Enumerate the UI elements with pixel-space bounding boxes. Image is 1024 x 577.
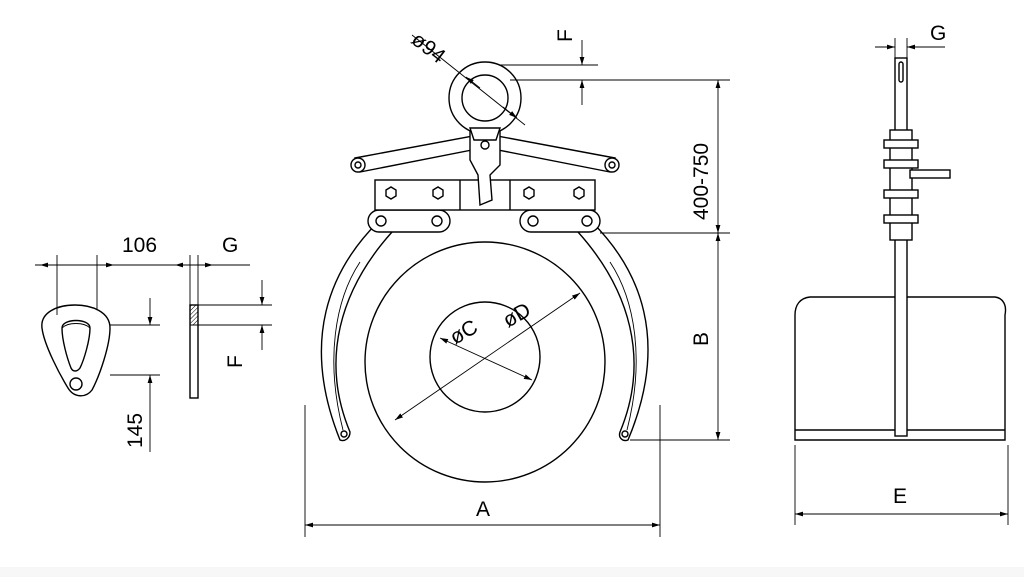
dim-b-label: B [690,332,713,346]
dim-g-label-side: G [930,22,946,45]
plate-bolts [385,186,585,200]
dim-f-label-left: F [224,355,247,368]
dim-145-label: 145 [124,413,147,448]
dim-g-label-left: G [222,234,238,257]
bottom-strip [0,567,1024,577]
side-clamp-plates [889,129,913,241]
center-hook [469,129,501,207]
outer-disk-circle [364,241,606,483]
teardrop-plate [41,304,111,397]
dim-f-label-top: F [554,29,577,42]
teardrop-hole [61,319,91,372]
main-front-view: øC øD [304,28,730,537]
right-lower-link [519,209,601,233]
left-jaw [320,221,394,442]
left-upper-arm [354,134,483,173]
dim-d-line [394,292,581,421]
pin-hole [69,377,83,391]
side-bolts [883,139,919,224]
side-view: G E [794,22,1009,525]
left-detail-view: 106 G F 145 [35,234,272,452]
dim-height-range-label: 400-750 [690,143,713,220]
right-jaw [576,221,649,442]
dim-e-label: E [893,485,907,508]
dim-106-label: 106 [122,234,157,257]
dim-c-label: øC [446,315,482,349]
dim-a-label: A [476,498,490,521]
dim-c-line [439,337,533,381]
dim-ring-label: ø94 [407,28,450,69]
side-bar [894,57,908,437]
left-lower-link [367,209,451,233]
right-upper-arm [487,134,616,173]
